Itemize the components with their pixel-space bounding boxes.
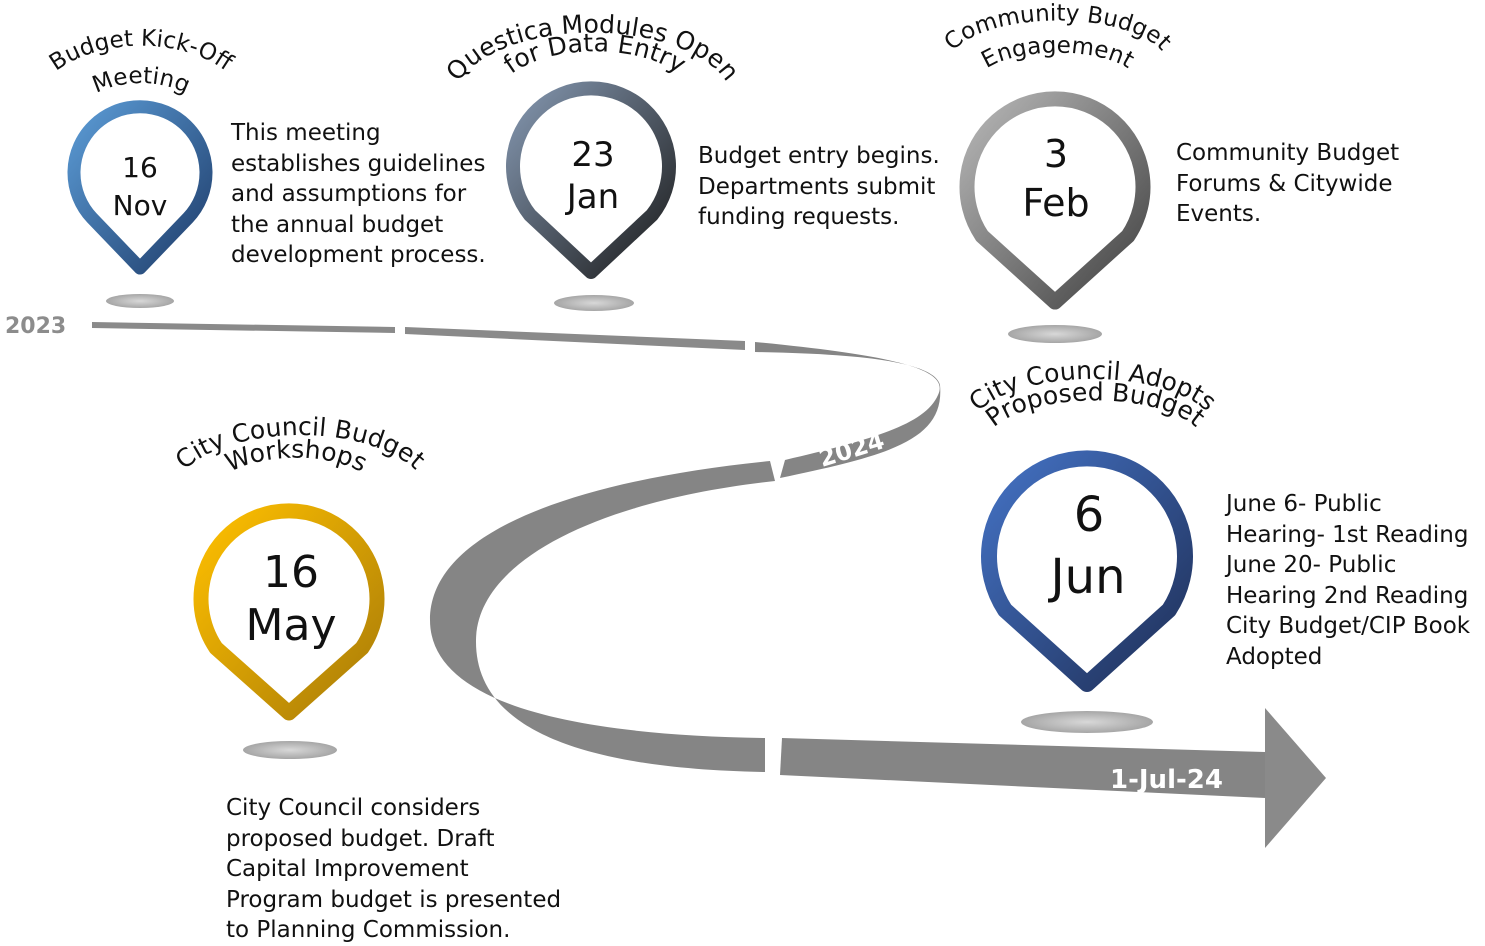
road-segment-2023 bbox=[92, 322, 395, 333]
milestone-day: 23 bbox=[571, 135, 614, 175]
milestone-month: Feb bbox=[1022, 181, 1089, 225]
svg-text:Engagement: Engagement bbox=[977, 33, 1138, 74]
road-label-end: 1-Jul-24 bbox=[1110, 765, 1223, 795]
milestone-day: 6 bbox=[1074, 487, 1105, 543]
road-final-band bbox=[780, 738, 1265, 798]
map-pin-icon bbox=[981, 450, 1193, 692]
milestone-title-line2: Engagement bbox=[977, 33, 1138, 74]
road-label-mid: 2024 bbox=[816, 426, 888, 472]
milestone-day: 16 bbox=[122, 151, 158, 184]
milestone-description-workshops: City Council considers proposed budget. … bbox=[226, 795, 562, 943]
milestone-month: Nov bbox=[113, 189, 168, 222]
road-arrowhead bbox=[1265, 708, 1326, 848]
road-curve-lower bbox=[430, 461, 775, 772]
milestone-month: Jun bbox=[1048, 549, 1126, 605]
milestone-description-community: Community Budget Forums & Citywide Event… bbox=[1176, 140, 1400, 227]
milestone-description-kickoff: This meeting establishes guidelines and … bbox=[231, 120, 486, 268]
milestone-kickoff: 16 Nov Budget Kick-Off Meeting bbox=[45, 26, 238, 275]
road-label-start: 2023 bbox=[5, 314, 66, 339]
map-pin-icon bbox=[506, 81, 676, 279]
road-segment-2023b bbox=[405, 327, 745, 350]
map-pin-icon bbox=[959, 91, 1151, 310]
milestone-workshops: 16 May City Council Budget Workshops bbox=[170, 412, 431, 721]
milestone-description-adopts: June 6- Public Hearing- 1st Reading June… bbox=[1226, 491, 1471, 670]
pin-shadow bbox=[243, 741, 337, 759]
milestone-day: 16 bbox=[263, 547, 319, 598]
milestone-title-line2: Meeting bbox=[89, 63, 194, 99]
pin-shadow bbox=[106, 294, 174, 308]
milestone-month: Jan bbox=[565, 177, 619, 217]
pin-shadow bbox=[1008, 325, 1102, 343]
milestone-day: 3 bbox=[1044, 132, 1068, 176]
svg-text:Meeting: Meeting bbox=[89, 63, 194, 99]
timeline-road bbox=[92, 322, 1326, 848]
milestone-description-questica: Budget entry begins. Departments submit … bbox=[698, 143, 940, 230]
pin-shadow bbox=[1021, 711, 1153, 733]
pin-shadow bbox=[554, 295, 634, 311]
milestone-month: May bbox=[246, 600, 337, 651]
milestone-adopts: 6 Jun City Council Adopts Proposed Budge… bbox=[963, 356, 1222, 692]
map-pin-icon bbox=[67, 100, 213, 275]
road-curve-upper bbox=[755, 342, 941, 478]
milestone-community: 3 Feb Community Budget Engagement bbox=[939, 1, 1176, 310]
map-pin-icon bbox=[193, 503, 385, 721]
